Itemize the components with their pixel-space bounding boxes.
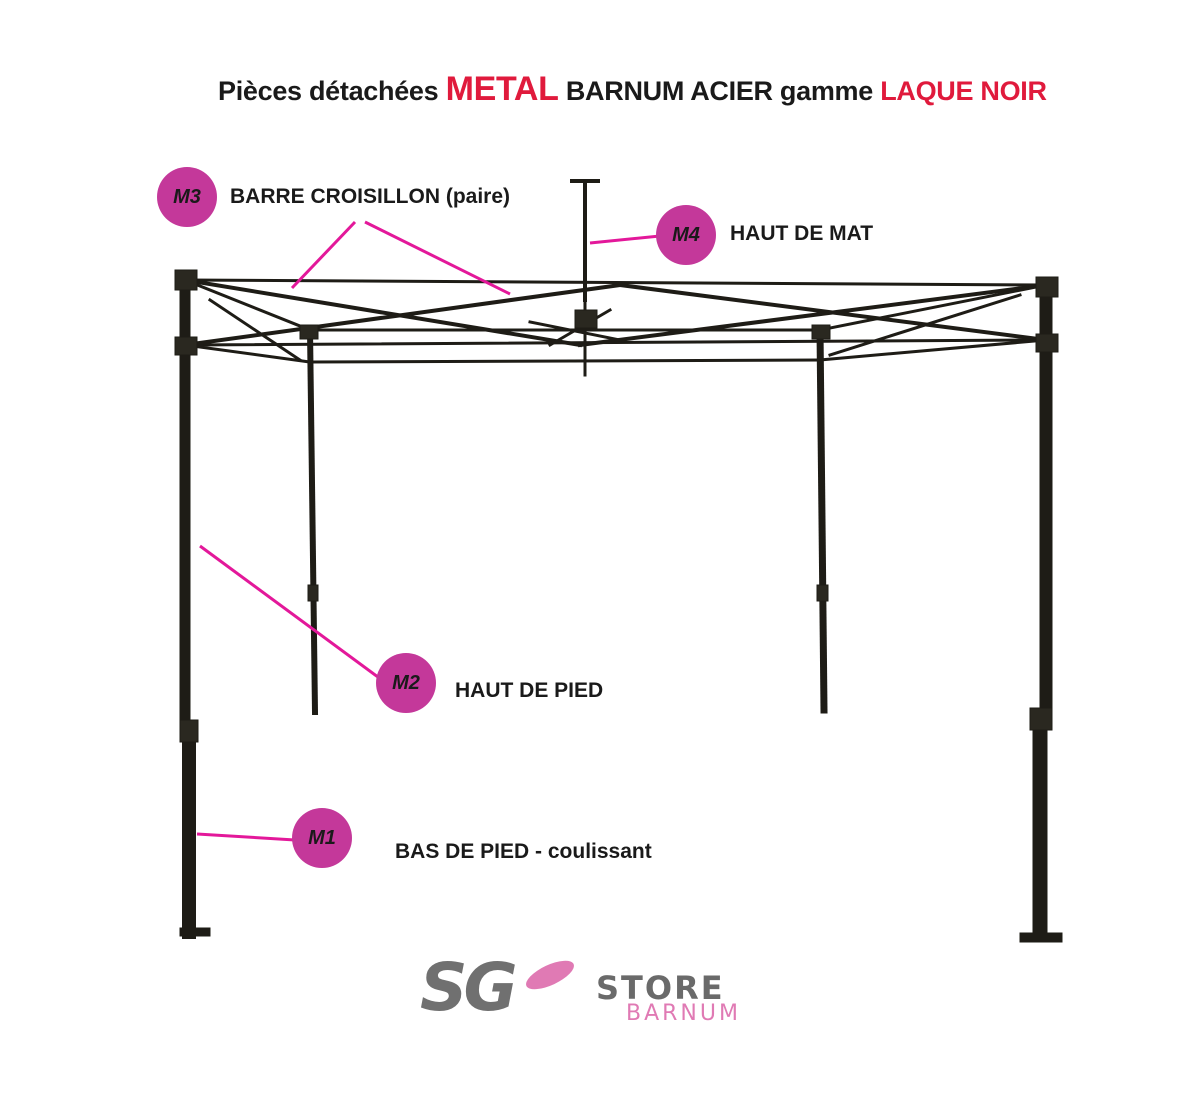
logo-swoosh-icon [526,960,574,990]
bracket-hub [574,309,598,329]
label-m3: BARRE CROISILLON (paire) [230,185,511,208]
logo-store: STORE [596,969,725,1007]
label-m2: HAUT DE PIED [455,679,604,702]
label-m4: HAUT DE MAT [730,222,874,245]
leader-m2 [199,544,383,682]
sg-store-barnum-logo: SG STORE BARNUM [418,949,818,1035]
bracket-back-right [811,324,831,340]
title-prefix: Pièces détachées [218,76,439,106]
front-top-bar-lower [183,338,1048,347]
leader-m3-b [364,220,511,296]
title-metal: METAL [445,70,559,108]
bracket-front-right-top [1035,276,1059,298]
badge-m3: M3 [157,167,217,227]
scissor-front-2 [182,282,623,348]
logo-sg: SG [420,949,518,1026]
scissor-side-3 [818,338,1048,362]
tent-frame [174,179,1063,943]
logo-barnum: BARNUM [626,1001,741,1026]
scissor-side-4 [828,293,1022,357]
front-left-leg-clamp [179,719,199,743]
label-m1: BAS DE PIED - coulissant [395,840,652,863]
front-right-foot [1019,932,1063,943]
leader-lines [196,220,661,842]
front-top-bar-upper [183,278,1048,287]
leader-m3-a [290,220,357,290]
scissor-side-1 [183,343,312,364]
bracket-front-left-bottom [174,336,198,356]
badge-m1: M1 [292,808,352,868]
scissor-front-3 [577,282,1049,348]
front-right-leg-clamp [1029,707,1053,731]
bracket-back-left [299,324,319,340]
leader-m4 [589,234,661,245]
left-top-bar [183,278,312,332]
bracket-front-left-top [174,269,198,291]
badge-m4: M4 [656,205,716,265]
page-title: Pièces détachées METAL BARNUM ACIER gamm… [218,70,1178,109]
right-top-bar [818,283,1048,332]
scissor-side-2 [207,297,303,363]
scissor-front-4 [617,282,1049,343]
badge-m2: M2 [376,653,436,713]
back-left-leg [306,326,319,716]
title-suffix: LAQUE NOIR [880,76,1047,106]
bracket-front-right-bottom [1035,333,1059,353]
back-top-bar-lower [308,358,822,364]
title-middle: BARNUM ACIER gamme [565,76,873,106]
front-left-foot [179,927,211,937]
scissor-front-1 [182,277,583,348]
back-right-leg-clamp [816,584,829,602]
back-right-leg [816,326,828,714]
back-left-leg-clamp [307,584,319,602]
leader-m1 [196,832,296,842]
